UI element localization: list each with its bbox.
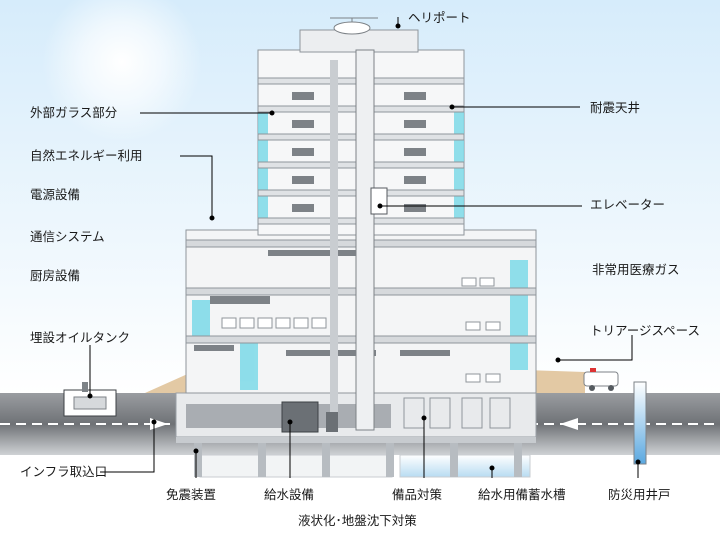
label-seismic-isolation: 免震装置	[166, 487, 217, 502]
ambulance	[583, 368, 619, 391]
label-water-supply: 給水設備	[264, 487, 315, 502]
supply-racks	[403, 397, 511, 429]
label-elevator: エレベーター	[590, 197, 666, 212]
disaster-well	[633, 381, 647, 465]
label-natural-energy: 自然エネルギー利用	[30, 148, 143, 163]
left-ramp	[145, 372, 192, 393]
label-buried-oil-tank: 埋設オイルタンク	[30, 330, 131, 345]
label-seismic-ceiling: 耐震天井	[590, 100, 641, 115]
elevator-shaft	[355, 49, 375, 431]
helicopter	[330, 17, 378, 35]
label-supplies-measures: 備品対策	[392, 487, 443, 502]
sun-glow	[42, 0, 202, 142]
patient-beds	[221, 277, 501, 383]
pit-left	[199, 454, 393, 478]
label-disaster-well: 防災用井戸	[608, 487, 671, 502]
label-water-storage-tank: 給水用備蓄水槽	[478, 487, 566, 502]
label-heliport: ヘリポート	[408, 10, 471, 25]
service-duct	[330, 60, 338, 430]
label-kitchen-equipment: 厨房設備	[30, 268, 81, 283]
elevator-car	[370, 187, 388, 215]
leader-lines	[87, 17, 641, 478]
foundation-piles	[194, 443, 522, 477]
right-ramp	[525, 370, 585, 393]
label-communication-system: 通信システム	[30, 229, 105, 244]
water-pump	[326, 412, 338, 432]
label-exterior-glass: 外部ガラス部分	[30, 105, 118, 120]
label-liquefaction-measures: 液状化･地盤沈下対策	[298, 513, 417, 528]
label-power-equipment: 電源設備	[30, 187, 81, 202]
oil-tank-vent	[82, 382, 88, 392]
label-infrastructure-intake: インフラ取込口	[20, 464, 108, 479]
oil-tank-body	[73, 396, 107, 410]
water-tank-pit	[399, 454, 531, 478]
label-emergency-medical-gas: 非常用医療ガス	[592, 262, 680, 277]
water-supply-tank	[281, 401, 319, 433]
label-triage-space: トリアージスペース	[590, 323, 701, 338]
isolation-layer	[176, 437, 536, 443]
